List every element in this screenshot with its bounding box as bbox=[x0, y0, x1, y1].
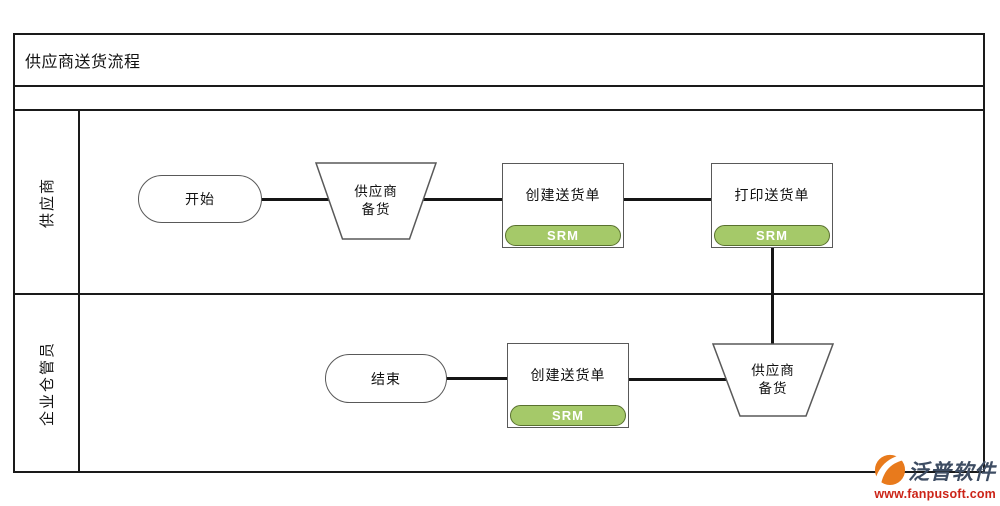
srm-system-badge: SRM bbox=[505, 225, 621, 246]
trapezoid-shape bbox=[712, 343, 834, 417]
create-delivery-note-label: 创建送货单 bbox=[530, 367, 606, 383]
fanpu-logo-icon bbox=[874, 453, 906, 486]
supplier-prepare-label: 供应商 备货 bbox=[354, 184, 398, 217]
vendor-logo[interactable]: 泛普软件 www.fanpusoft.com bbox=[851, 453, 996, 502]
lane-supplier-label: 供应商 bbox=[15, 111, 80, 293]
end-node-label: 结束 bbox=[371, 370, 401, 387]
srm-system-badge: SRM bbox=[510, 405, 626, 426]
supplier-prepare-node-bottom: 供应商 备货 bbox=[712, 343, 834, 417]
supplier-prepare-node-top: 供应商 备货 bbox=[315, 162, 437, 240]
diagram-title-row: 供应商送货流程 bbox=[15, 35, 983, 87]
lane-label-text: 供应商 bbox=[38, 176, 56, 228]
lane-supplier: 供应商 bbox=[15, 111, 983, 295]
end-node: 结束 bbox=[325, 354, 447, 403]
connector-print-to-prepare-vertical bbox=[771, 246, 774, 345]
lane-label-text: 企业仓管员 bbox=[39, 340, 57, 426]
page-title: 供应商送货流程 bbox=[25, 54, 141, 71]
diagram-frame: 供应商送货流程 供应商 企业仓管员 bbox=[13, 33, 985, 473]
swimlanes: 供应商 企业仓管员 bbox=[15, 111, 983, 471]
print-delivery-note-label: 打印送货单 bbox=[734, 187, 810, 203]
srm-system-badge: SRM bbox=[714, 225, 830, 246]
connector-create-to-print bbox=[622, 198, 713, 201]
create-delivery-note-node-top: 创建送货单 SRM bbox=[502, 163, 624, 248]
create-delivery-note-node-bottom: 创建送货单 SRM bbox=[507, 343, 629, 428]
lane-warehouse-manager: 企业仓管员 bbox=[15, 295, 983, 471]
start-node-label: 开始 bbox=[185, 191, 215, 207]
lane-warehouse-manager-label: 企业仓管员 bbox=[15, 295, 80, 471]
start-node: 开始 bbox=[138, 175, 262, 223]
connector-create-to-end bbox=[445, 377, 509, 380]
vendor-url[interactable]: www.fanpusoft.com bbox=[874, 487, 996, 501]
supplier-prepare-label: 供应商 备货 bbox=[751, 363, 795, 396]
vendor-brand-name[interactable]: 泛普软件 bbox=[908, 461, 996, 484]
connector-prepare-to-create bbox=[627, 378, 728, 381]
print-delivery-note-node: 打印送货单 SRM bbox=[711, 163, 833, 248]
create-delivery-note-label: 创建送货单 bbox=[525, 187, 601, 203]
trapezoid-shape bbox=[315, 162, 437, 240]
empty-header-row bbox=[15, 87, 983, 111]
